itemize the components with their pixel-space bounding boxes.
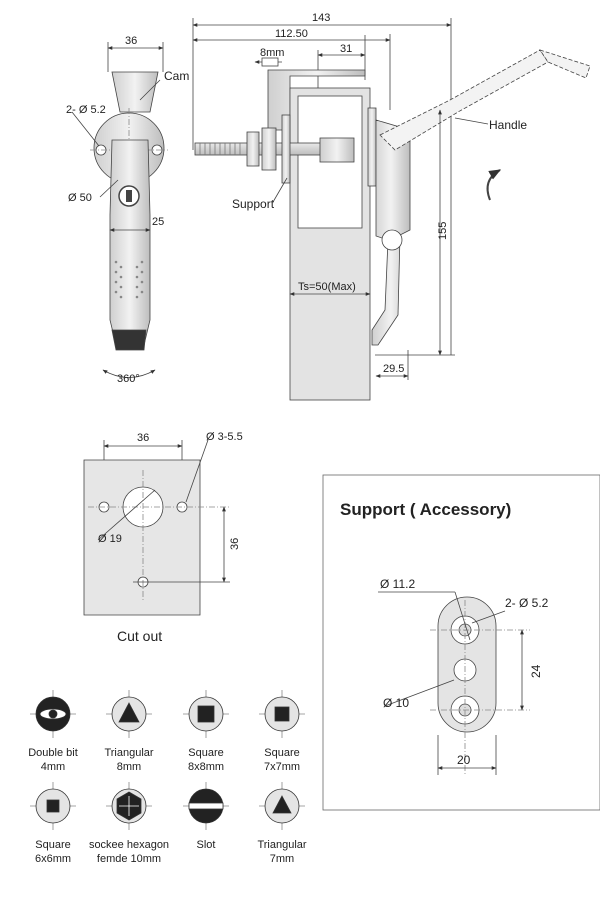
support-part	[378, 591, 530, 775]
cutout-caption: Cut out	[117, 628, 162, 644]
support-dim-20: 20	[457, 753, 471, 767]
key-double-bit	[30, 690, 76, 738]
key-square-6	[30, 782, 76, 830]
key-caption-2a: Triangular	[104, 747, 153, 759]
dim-29: 29.5	[383, 363, 404, 375]
key-square-8	[183, 690, 229, 738]
dim-143: 143	[312, 12, 330, 24]
dim-155: 155	[437, 222, 449, 240]
support-holes: 2- Ø 5.2	[505, 596, 549, 610]
key-slot	[183, 782, 229, 830]
cutout-dim-36: 36	[137, 432, 149, 444]
key-caption-4b: 7x7mm	[264, 761, 300, 773]
key-square-7	[259, 690, 305, 738]
support-dim-24: 24	[529, 664, 543, 678]
key-caption-3b: 8x8mm	[188, 761, 224, 773]
key-triangular-7	[259, 782, 305, 830]
key-caption-4a: Square	[264, 747, 299, 759]
key-caption-1b: 4mm	[41, 761, 65, 773]
front-view	[71, 42, 168, 378]
key-caption-1a: Double bit	[28, 747, 78, 759]
key-hexagon	[106, 782, 152, 830]
key-caption-8b: 7mm	[270, 853, 294, 865]
support-d112: Ø 11.2	[380, 577, 415, 591]
key-caption-2b: 8mm	[117, 761, 141, 773]
dia50-label: Ø 50	[68, 192, 92, 204]
key-caption-8a: Triangular	[257, 839, 306, 851]
dim-25: 25	[152, 216, 164, 228]
support-title: Support ( Accessory)	[340, 500, 511, 519]
dim-36: 36	[125, 35, 137, 47]
key-caption-3a: Square	[188, 747, 223, 759]
holes-label: 2- Ø 5.2	[66, 104, 106, 116]
key-caption-6b: femde 10mm	[97, 853, 161, 865]
key-caption-6a: sockee hexagon	[89, 839, 169, 851]
cam-label: Cam	[164, 69, 189, 83]
dim-31: 31	[340, 43, 352, 55]
rotation-label: 360°	[117, 373, 140, 385]
cutout-dia19: Ø 19	[98, 533, 122, 545]
key-caption-5b: 6x6mm	[35, 853, 71, 865]
cutout-dim-36-side: 36	[229, 538, 241, 550]
key-triangular-8	[106, 690, 152, 738]
dim-112: 112.50	[275, 28, 308, 40]
key-caption-5a: Square	[35, 839, 70, 851]
cutout-view	[83, 439, 230, 616]
ts-label: Ts=50(Max)	[298, 281, 356, 293]
dim-8mm: 8mm	[260, 47, 284, 59]
key-caption-7a: Slot	[197, 839, 216, 851]
cutout-holes: Ø 3-5.5	[206, 431, 243, 443]
side-view	[192, 18, 591, 401]
handle-label: Handle	[489, 118, 527, 132]
support-d10: Ø 10	[383, 696, 409, 710]
support-label: Support	[232, 197, 275, 211]
